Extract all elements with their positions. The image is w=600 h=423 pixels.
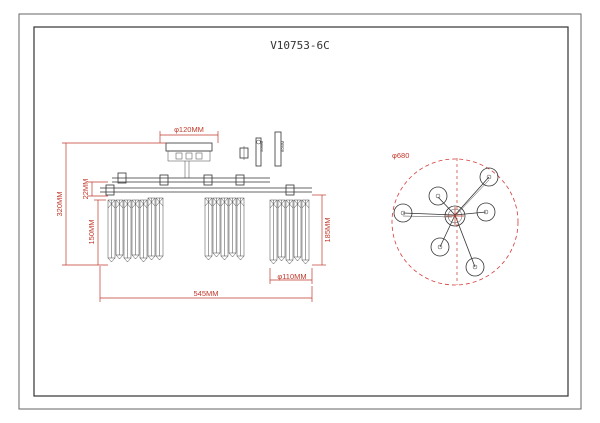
outer-frame xyxy=(18,13,582,410)
lamp-head-plan xyxy=(476,202,496,222)
lamp-head-plan xyxy=(430,237,450,257)
bulb-detail-a xyxy=(239,146,249,160)
bulb-detail-c: 60MM xyxy=(274,131,285,167)
bulb-detail-b: 50MM xyxy=(255,137,264,167)
total-height-dimension: 320MM xyxy=(55,142,166,266)
plan-outline-dashed xyxy=(391,158,519,286)
plan-diameter-label: φ680 xyxy=(392,151,409,160)
canopy xyxy=(165,142,213,178)
crystal-group-right xyxy=(269,199,310,265)
canopy-dimension: φ120MM xyxy=(159,125,219,143)
svg-text:320MM: 320MM xyxy=(55,191,64,216)
plan-lamp-heads xyxy=(393,167,499,277)
svg-text:185MM: 185MM xyxy=(323,217,332,242)
svg-text:φ110MM: φ110MM xyxy=(277,272,306,281)
crystal-group-middle xyxy=(204,197,245,261)
lamp-head-plan xyxy=(465,257,485,277)
arm-frame xyxy=(100,172,312,196)
crystal-group-left xyxy=(107,197,164,263)
svg-text:60MM: 60MM xyxy=(280,141,285,152)
svg-text:φ120MM: φ120MM xyxy=(174,125,204,134)
total-width-dimension: 545MM xyxy=(99,266,313,302)
inner-frame xyxy=(33,26,569,397)
elevation-view: φ120MM 50MM 60MM xyxy=(55,125,332,302)
lamp-head-plan xyxy=(428,186,448,206)
svg-text:50MM: 50MM xyxy=(259,141,264,152)
plan-view: φ680 xyxy=(391,151,519,286)
lamp-head-plan xyxy=(393,203,413,223)
arm-height-dimension: 22MM xyxy=(81,179,108,200)
svg-text:150MM: 150MM xyxy=(87,219,96,244)
model-title: V10753-6C xyxy=(270,39,330,52)
svg-text:545MM: 545MM xyxy=(193,289,218,298)
lamp-head-plan xyxy=(479,167,499,187)
svg-text:22MM: 22MM xyxy=(81,179,90,200)
arm-diameter-dimension: φ110MM xyxy=(269,268,313,284)
left-crystal-height-dimension: 150MM xyxy=(87,199,106,265)
right-crystal-height-dimension: 185MM xyxy=(312,194,332,266)
plan-hub xyxy=(444,205,466,227)
